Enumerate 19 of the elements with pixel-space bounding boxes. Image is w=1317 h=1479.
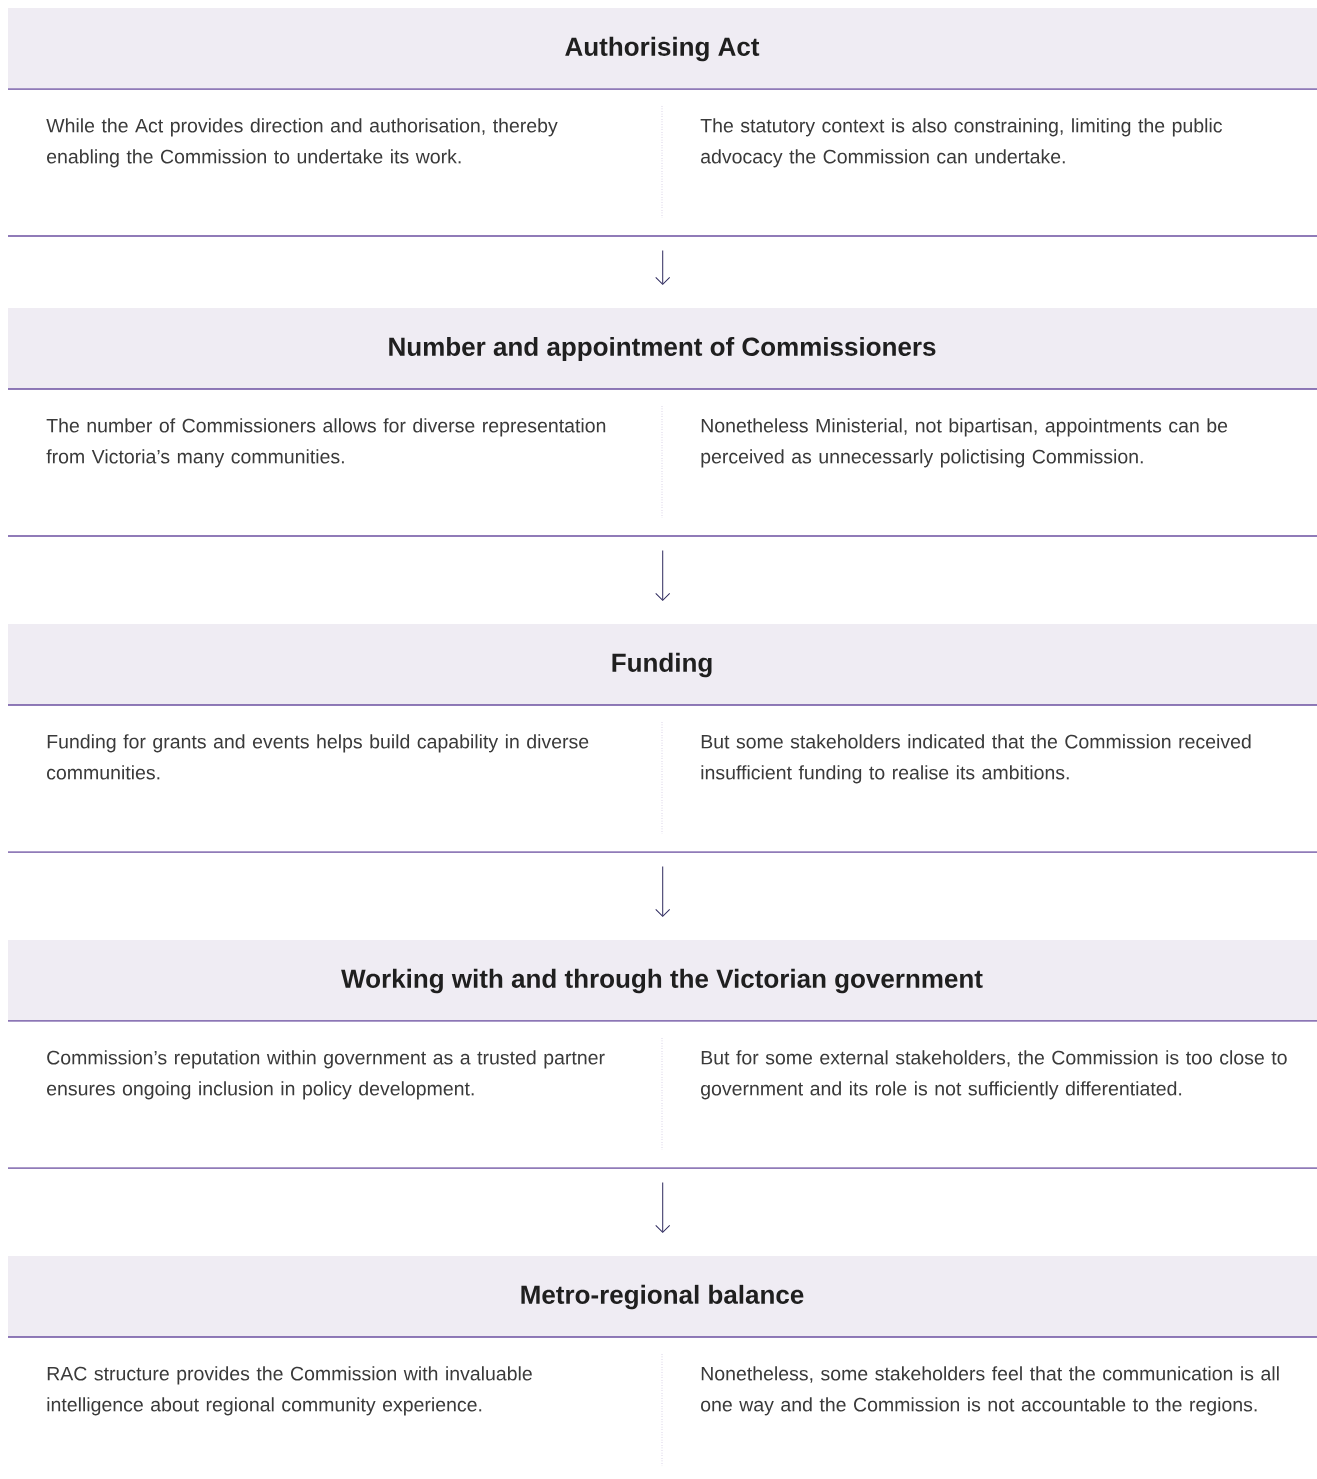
heading-band: Funding bbox=[8, 624, 1317, 705]
body-text: Funding for grants and events helps build capability in diverse communities. bbox=[47, 734, 589, 780]
body-text: But for some external stakeholders, the Commission is too close to government and its role is not sufficiently differentiated. bbox=[701, 1050, 1287, 1100]
body-text: Nonetheless, some stakeholders feel that the communication is all one way and the Commission is not accountable to the regions. bbox=[701, 1366, 1279, 1416]
body-text: But some stakeholders indicated that the Commission received insufficient funding to realise its ambitions. bbox=[701, 734, 1251, 784]
arrow bbox=[655, 1181, 671, 1233]
body-text: Commission’s reputation within government as a trusted partner ensures ongoing inclusion in policy development. bbox=[47, 1050, 605, 1100]
body-text: While the Act provides direction and authorisation, thereby enabling the Commission to undertake its work. bbox=[46, 118, 558, 168]
heading-band: Authorising Act bbox=[8, 8, 1317, 89]
heading-band: Number and appointment of Commissioners bbox=[8, 308, 1317, 389]
arrow bbox=[655, 249, 671, 285]
arrow bbox=[655, 865, 671, 917]
body-text: RAC structure provides the Commission with invaluable intelligence about regional community experience. bbox=[47, 1366, 532, 1416]
body-text: Nonetheless Ministerial, not bipartisan, appointments can be perceived as unnecessarly polictising Commission. bbox=[701, 418, 1228, 468]
body-text: The statutory context is also constraining, limiting the public advocacy the Commission can undertake. bbox=[700, 118, 1222, 168]
heading-band: Working with and through the Victorian government bbox=[8, 940, 1317, 1021]
heading-band: Metro-regional balance bbox=[8, 1256, 1317, 1337]
arrow bbox=[655, 549, 671, 601]
body-text: The number of Commissioners allows for diverse representation from Victoria’s many communities. bbox=[46, 418, 606, 468]
